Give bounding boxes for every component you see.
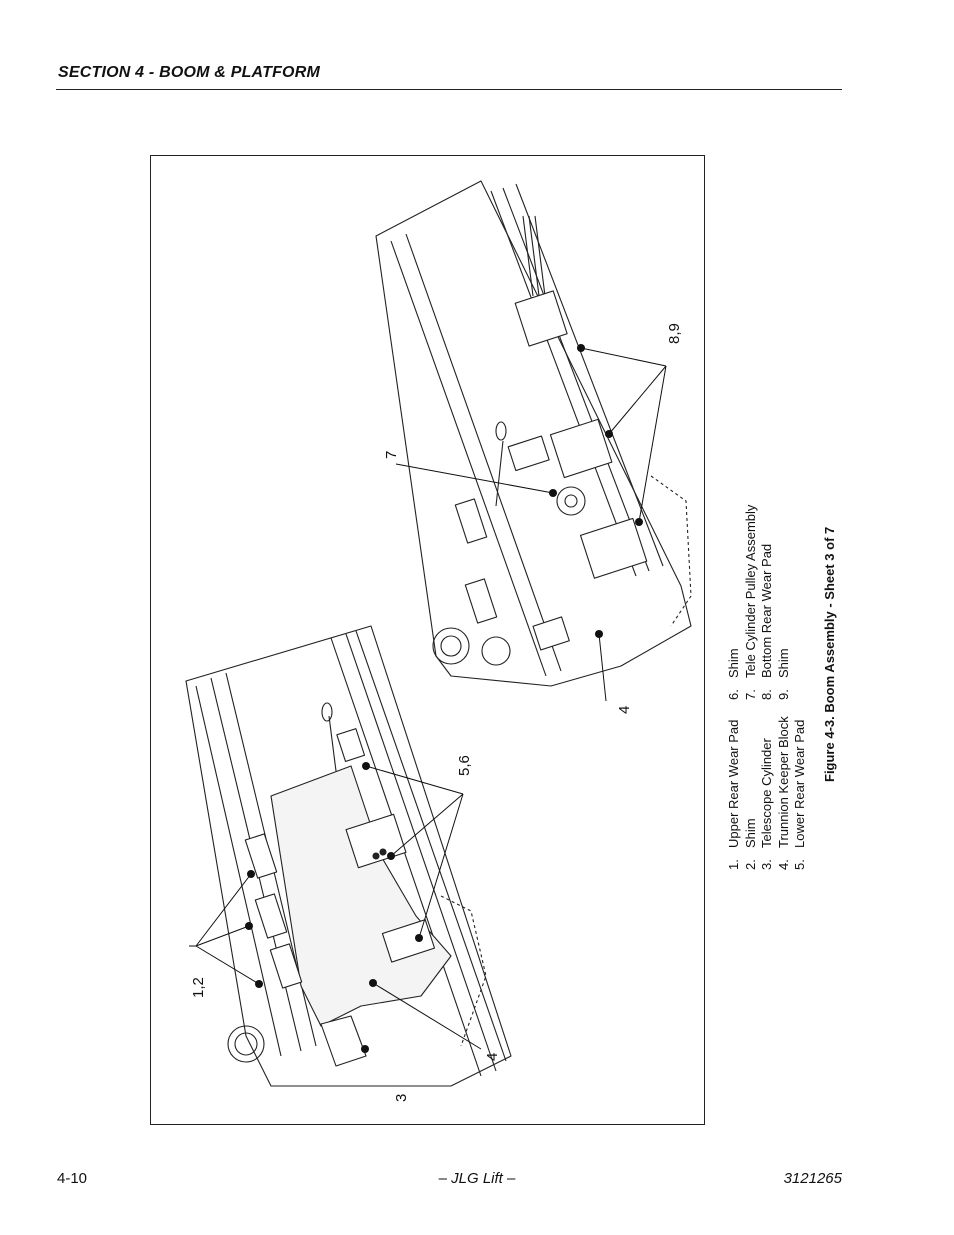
figure-frame: 1,2 3 4 5,6 4 7 8,9 [150, 155, 705, 1125]
legend-item: 7.Tele Cylinder Pulley Assembly [742, 504, 758, 700]
footer-brand: – JLG Lift – [438, 1170, 516, 1187]
legend-column-right: 6.Shim 7.Tele Cylinder Pulley Assembly 8… [726, 505, 792, 700]
callout-1-2: 1,2 [190, 977, 207, 998]
legend-item: 1.Upper Rear Wear Pad [726, 719, 741, 870]
legend-item: 8.Bottom Rear Wear Pad [759, 543, 774, 700]
document-number: 3121265 [783, 1170, 842, 1187]
page-number: 4-10 [57, 1170, 88, 1187]
callout-7: 7 [383, 451, 400, 459]
callout-leaders [189, 344, 667, 1053]
legend-item: 4.Trunnion Keeper Block [775, 716, 791, 870]
legend-item: 2.Shim [742, 818, 758, 870]
figure-caption: Figure 4-3. Boom Assembly - Sheet 3 of 7 [822, 526, 837, 782]
legend-item: 5.Lower Rear Wear Pad [792, 719, 807, 870]
section-title: SECTION 4 - BOOM & PLATFORM [58, 64, 320, 81]
callout-3: 3 [393, 1094, 410, 1102]
boom-section-right [375, 180, 692, 687]
legend-item: 9.Shim [775, 648, 791, 700]
legend-item: 6.Shim [726, 648, 741, 700]
legend-item: 3.Telescope Cylinder [759, 738, 774, 870]
callout-labels: 1,2 3 4 5,6 4 7 8,9 [190, 323, 683, 1102]
callout-5-6: 5,6 [456, 755, 473, 776]
boom-assembly-illustration: 1,2 3 4 5,6 4 7 8,9 [185, 180, 692, 1102]
legend-column-left: 1.Upper Rear Wear Pad 2.Shim 3.Telescope… [726, 716, 809, 870]
header-rule [56, 89, 842, 90]
boom-section-left [185, 625, 512, 1087]
parts-legend: 1.Upper Rear Wear Pad 2.Shim 3.Telescope… [726, 505, 809, 870]
callout-4-right: 4 [616, 706, 633, 714]
callout-8-9: 8,9 [666, 323, 683, 344]
callout-4-left: 4 [484, 1053, 501, 1061]
